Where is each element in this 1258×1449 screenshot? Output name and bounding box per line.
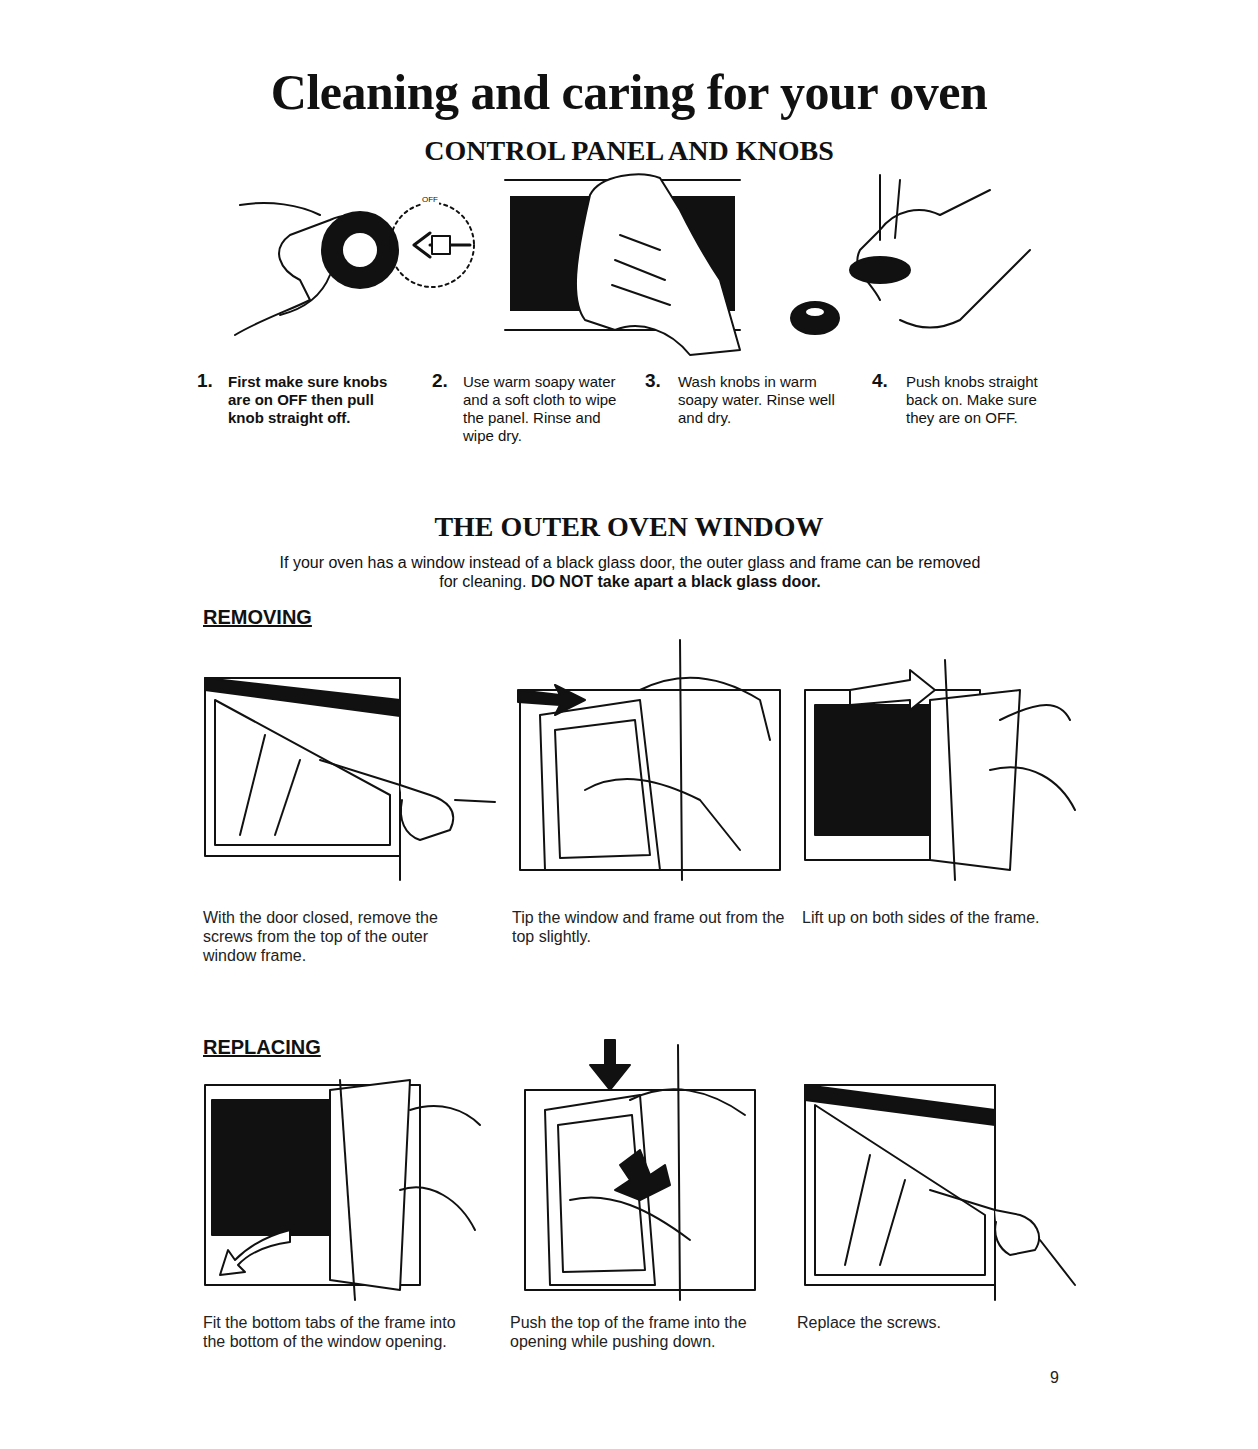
subsection-heading: REMOVING [203, 605, 312, 629]
intro-paragraph: If your oven has a window instead of a b… [270, 553, 990, 591]
step-text: Push knobs straight back on. Make sure t… [906, 373, 1066, 427]
caption-text: Fit the bottom tabs of the frame into th… [203, 1313, 468, 1351]
caption-text: Push the top of the frame into the openi… [510, 1313, 775, 1351]
step-number: 2. [432, 370, 448, 393]
step-text: Use warm soapy water and a soft cloth to… [463, 373, 628, 445]
step-number: 4. [872, 370, 888, 393]
subsection-heading: REPLACING [203, 1035, 321, 1059]
caption-text: Replace the screws. [797, 1313, 1057, 1332]
page-title: Cleaning and caring for your oven [0, 62, 1258, 122]
page-number: 9 [1050, 1368, 1059, 1387]
dial-mark: OFF [421, 195, 439, 205]
step-number: 1. [197, 370, 213, 393]
step-number: 3. [645, 370, 661, 393]
word-gap [526, 573, 530, 590]
warning-text: DO NOT take apart a black glass door. [531, 573, 821, 590]
section-heading: CONTROL PANEL AND KNOBS [0, 134, 1258, 168]
step-text: Wash knobs in warm soapy water. Rinse we… [678, 373, 843, 427]
caption-text: Tip the window and frame out from the to… [512, 908, 787, 946]
section-heading: THE OUTER OVEN WINDOW [0, 510, 1258, 544]
step-text: First make sure knobs are on OFF then pu… [228, 373, 403, 427]
caption-text: With the door closed, remove the screws … [203, 908, 483, 966]
caption-text: Lift up on both sides of the frame. [802, 908, 1062, 927]
